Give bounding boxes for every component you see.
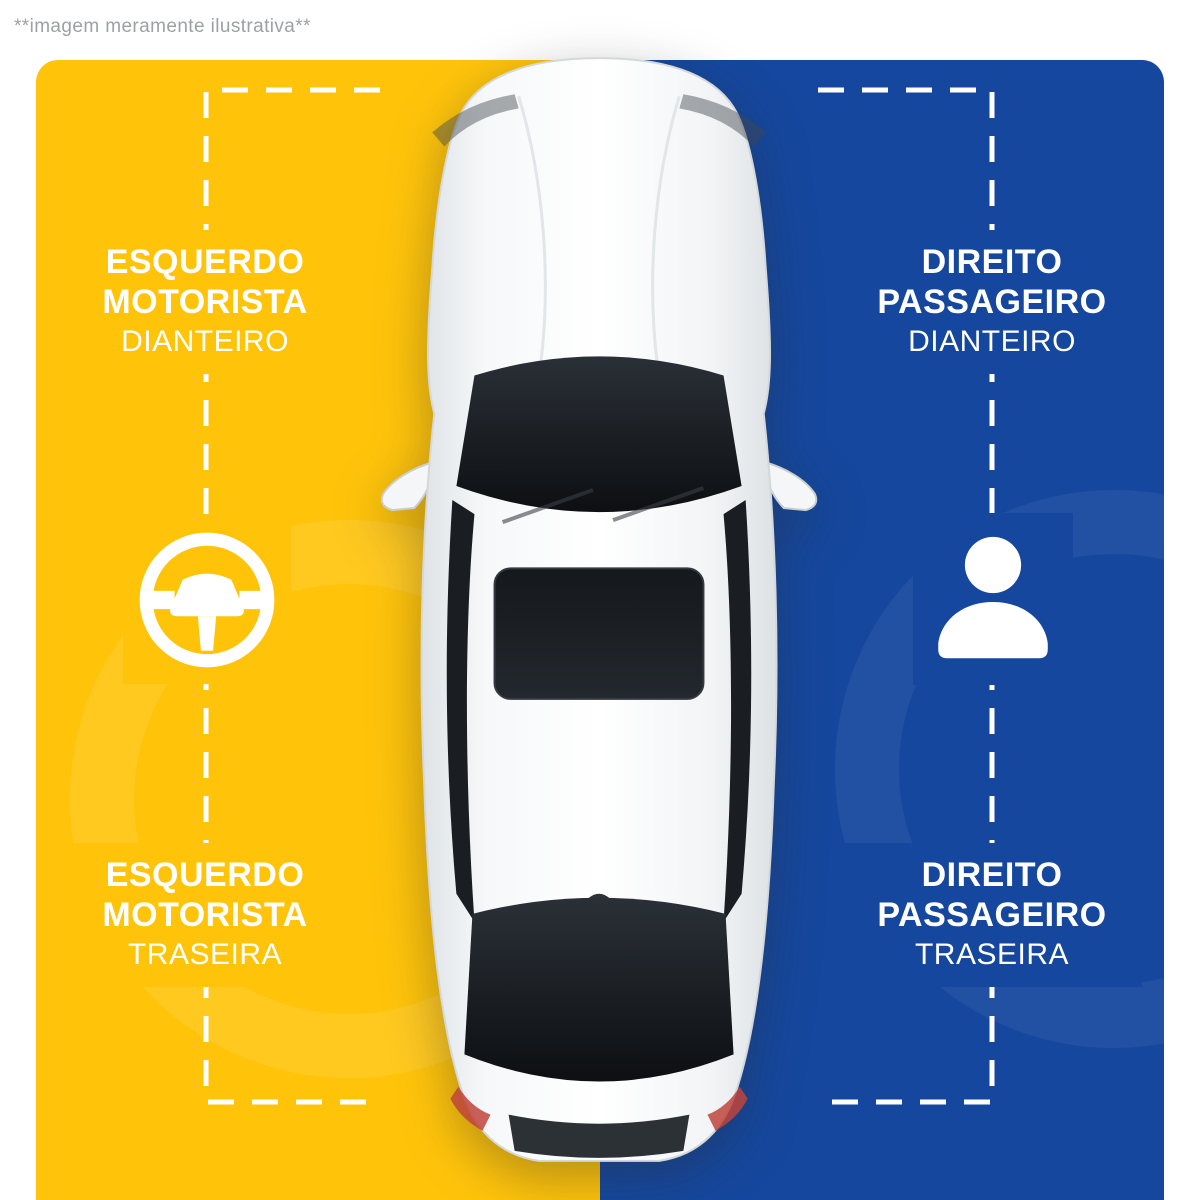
label-line: PASSAGEIRO <box>877 283 1107 321</box>
label-right-rear: DIREITO PASSAGEIRO TRASEIRA <box>842 843 1142 987</box>
label-line: DIREITO <box>921 243 1063 281</box>
label-line: PASSAGEIRO <box>877 896 1107 934</box>
label-line: TRASEIRA <box>127 938 283 971</box>
label-line: DIANTEIRO <box>121 325 289 358</box>
label-line: MOTORISTA <box>102 283 308 321</box>
label-line: ESQUERDO <box>105 856 305 894</box>
label-line: DIANTEIRO <box>908 325 1076 358</box>
label-left-front: ESQUERDO MOTORISTA DIANTEIRO <box>55 230 355 374</box>
label-left-rear: ESQUERDO MOTORISTA TRASEIRA <box>55 843 355 987</box>
disclaimer-text: **imagem meramente ilustrativa** <box>14 16 311 37</box>
label-line: DIREITO <box>921 856 1063 894</box>
person-icon <box>913 513 1073 685</box>
label-line: ESQUERDO <box>105 243 305 281</box>
steering-wheel-icon <box>123 516 291 684</box>
label-line: MOTORISTA <box>102 896 308 934</box>
label-line: TRASEIRA <box>914 938 1070 971</box>
label-right-front: DIREITO PASSAGEIRO DIANTEIRO <box>842 230 1142 374</box>
